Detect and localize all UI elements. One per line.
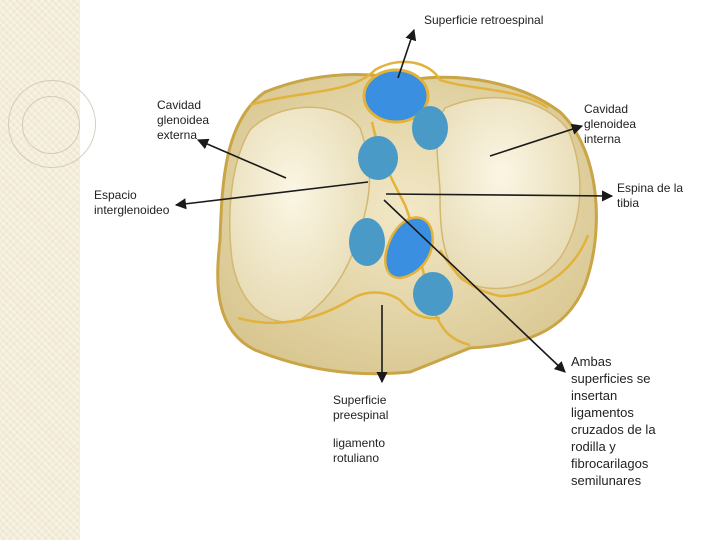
arrow-retroespinal <box>397 28 417 79</box>
label-ligamento-rotuliano: ligamento rotuliano <box>333 436 386 465</box>
label-espina-de-la-tibia: Espina de la tibia <box>617 181 684 210</box>
label-cavidad-glenoidea-externa: Cavidad glenoidea externa <box>157 98 210 142</box>
arrow-ambas <box>383 199 566 373</box>
arrow-interna <box>489 123 584 157</box>
ligament-pre-2 <box>384 216 434 280</box>
ligament-pre-1 <box>349 218 385 266</box>
preespinal-outline <box>237 291 441 325</box>
ligament-central <box>358 136 398 180</box>
medial-outline <box>438 234 590 298</box>
cavidad-glenoidea-externa-shape <box>229 106 371 323</box>
arrow-externa <box>196 138 287 179</box>
decorative-circle-large <box>8 80 96 168</box>
arrow-espina <box>385 190 614 202</box>
decorative-circle-small <box>22 96 80 154</box>
label-ambas-superficies: Ambas superficies se insertan ligamentos… <box>571 354 656 488</box>
label-superficie-preespinal: Superficie preespinal <box>333 393 389 422</box>
label-superficie-retroespinal: Superficie retroespinal <box>424 13 544 27</box>
cavidad-glenoidea-interna-shape <box>436 97 581 290</box>
retroespinal-outline <box>249 60 549 110</box>
ligament-retro-1 <box>362 68 430 124</box>
label-espacio-interglenoideo: Espacio interglenoideo <box>94 188 170 217</box>
label-cavidad-glenoidea-interna: Cavidad glenoidea interna <box>584 102 637 146</box>
ligament-pre-3 <box>413 272 453 316</box>
ligament-retro-2 <box>412 106 448 150</box>
arrow-espacio <box>174 181 369 210</box>
